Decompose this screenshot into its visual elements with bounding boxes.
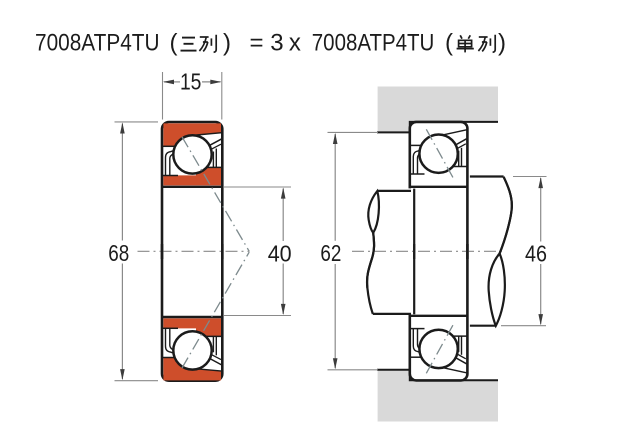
- svg-text:68: 68: [108, 240, 129, 266]
- svg-text:(: (: [445, 30, 453, 57]
- svg-text:(: (: [170, 30, 178, 57]
- svg-text:15: 15: [180, 69, 202, 95]
- svg-text:40: 40: [268, 241, 292, 267]
- svg-text:x: x: [289, 30, 301, 57]
- svg-text:): ): [498, 30, 506, 57]
- svg-text:7008ATP4TU: 7008ATP4TU: [35, 30, 160, 57]
- svg-text:3: 3: [270, 30, 283, 57]
- svg-text:62: 62: [320, 240, 341, 266]
- svg-text:=: =: [250, 30, 264, 57]
- svg-text:46: 46: [525, 241, 547, 267]
- svg-text:): ): [223, 30, 231, 57]
- svg-text:7008ATP4TU: 7008ATP4TU: [312, 30, 435, 57]
